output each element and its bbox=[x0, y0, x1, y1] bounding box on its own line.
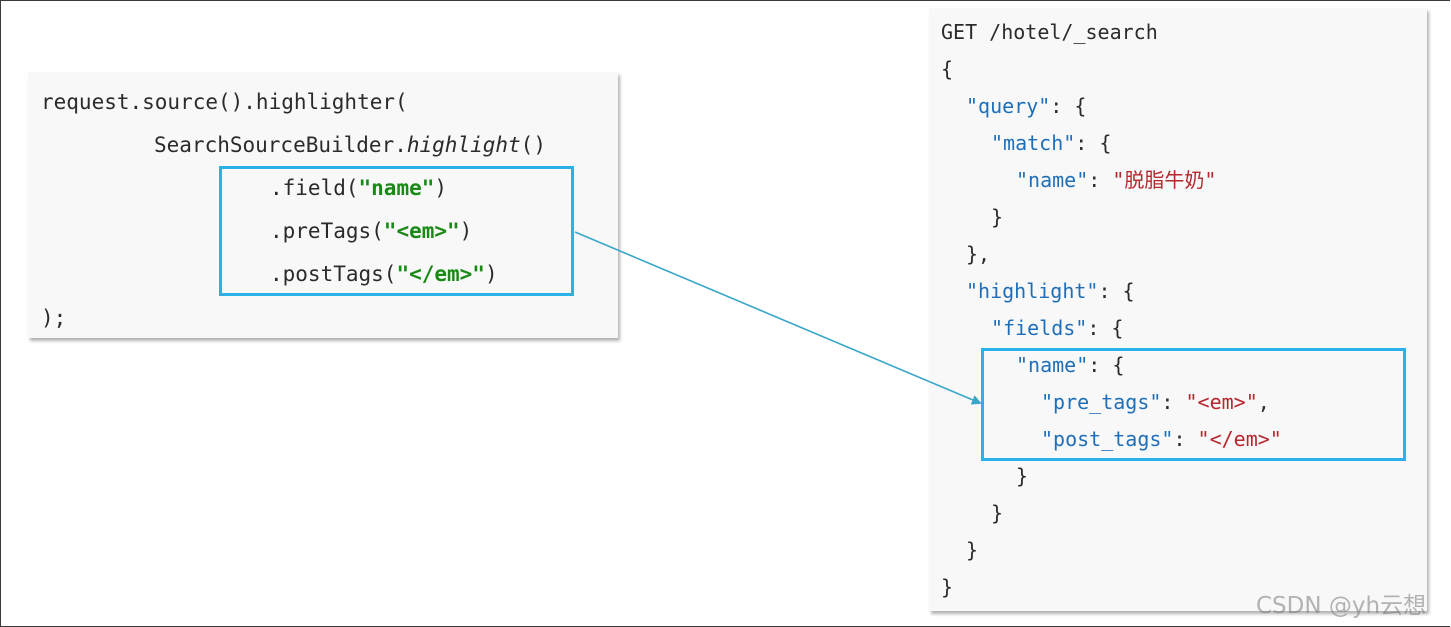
dsl-highlight-box bbox=[981, 348, 1406, 461]
java-line-close: ); bbox=[41, 306, 67, 330]
highlight-method: highlight bbox=[406, 133, 521, 157]
search-term: "脱脂牛奶" bbox=[1112, 168, 1217, 192]
dsl-close-query: }, bbox=[966, 242, 991, 266]
posttags-arg: "</em>" bbox=[396, 262, 485, 286]
dsl-close-root: } bbox=[941, 575, 954, 599]
field-arg: "name" bbox=[358, 176, 435, 200]
java-line-posttags: .postTags("</em>") bbox=[270, 262, 498, 286]
java-line-2: SearchSourceBuilder.highlight() bbox=[154, 133, 546, 157]
dsl-close-fields: } bbox=[991, 501, 1004, 525]
java-line-field: .field("name") bbox=[270, 176, 448, 200]
dsl-pre-tags-line: "pre_tags": "<em>", bbox=[1041, 390, 1270, 414]
dsl-close-match: } bbox=[991, 205, 1004, 229]
dsl-request-line: GET /hotel/_search bbox=[941, 20, 1158, 44]
dsl-code-panel: GET /hotel/_search { "query": { "match":… bbox=[929, 8, 1427, 611]
dsl-match-line: "match": { bbox=[991, 131, 1112, 155]
dsl-open-brace: { bbox=[941, 57, 954, 81]
dsl-close-highlight: } bbox=[966, 538, 979, 562]
dsl-close-name: } bbox=[1016, 464, 1029, 488]
watermark: CSDN @yh云想 bbox=[1256, 593, 1427, 619]
java-line-1: request.source().highlighter( bbox=[41, 90, 408, 114]
pretags-arg: "<em>" bbox=[383, 219, 460, 243]
dsl-query-line: "query": { bbox=[966, 94, 1087, 118]
dsl-field-name-line: "name": { bbox=[1016, 353, 1125, 377]
dsl-post-tags-line: "post_tags": "</em>" bbox=[1041, 427, 1282, 451]
dsl-highlight-line: "highlight": { bbox=[966, 279, 1135, 303]
dsl-fields-line: "fields": { bbox=[991, 316, 1124, 340]
dsl-name-line: "name": "脱脂牛奶" bbox=[1016, 168, 1217, 192]
java-highlight-box bbox=[219, 166, 574, 296]
java-line-pretags: .preTags("<em>") bbox=[270, 219, 473, 243]
